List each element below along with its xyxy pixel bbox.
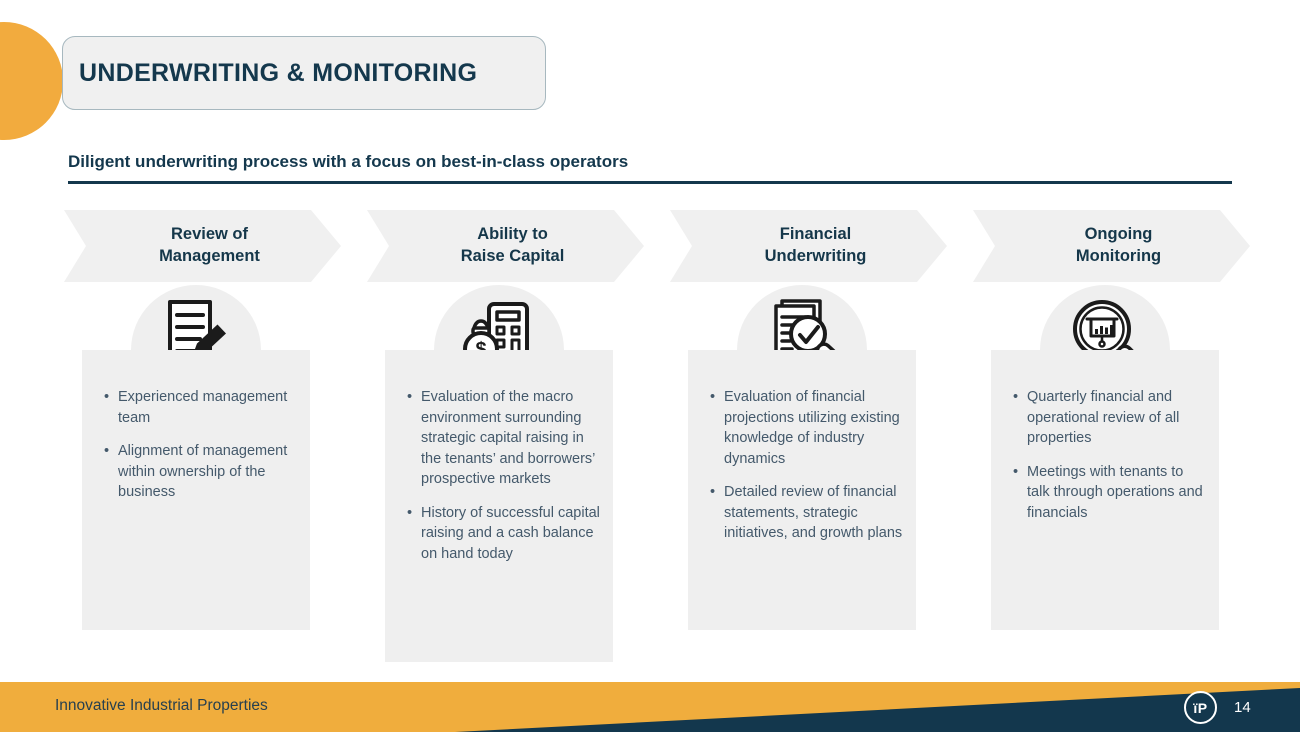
step-title-line2: Underwriting (764, 247, 867, 265)
bullet-item: Evaluation of financial projections util… (710, 387, 904, 469)
column-ability-to-raise-capital: Ability to Raise Capital $ Evaluation of… (367, 210, 644, 670)
bullet-list: Evaluation of financial projections util… (688, 350, 916, 544)
footer-company-name: Innovative Industrial Properties (55, 697, 268, 714)
logo-text: ïP (1193, 699, 1208, 716)
bullet-item: Experienced management team (104, 387, 298, 428)
bullet-list: Quarterly financial and operational revi… (991, 350, 1219, 523)
step-title-line2: Management (159, 247, 260, 265)
bullet-item: Evaluation of the macro environment surr… (407, 387, 601, 490)
step-chevron: Ability to Raise Capital (367, 210, 644, 282)
step-chevron: Ongoing Monitoring (973, 210, 1250, 282)
step-title-line2: Raise Capital (460, 247, 565, 265)
step-chevron: Review of Management (64, 210, 341, 282)
corner-accent-circle (0, 22, 63, 140)
bullet-list: Evaluation of the macro environment surr… (385, 350, 613, 565)
subtitle: Diligent underwriting process with a foc… (68, 152, 629, 171)
column-review-of-management: Review of Management Experienced managem… (64, 210, 341, 670)
content-panel: Quarterly financial and operational revi… (991, 350, 1219, 630)
page-number: 14 (1234, 699, 1251, 716)
page-title: UNDERWRITING & MONITORING (79, 58, 478, 87)
content-panel: Evaluation of financial projections util… (688, 350, 916, 630)
bullet-list: Experienced management team Alignment of… (82, 350, 310, 503)
bullet-item: Detailed review of financial statements,… (710, 482, 904, 544)
step-title-line1: Ability to (477, 225, 548, 244)
step-title-line1: Review of (170, 225, 249, 244)
step-title-line1: Ongoing (1084, 225, 1153, 244)
title-box: UNDERWRITING & MONITORING (62, 36, 546, 110)
bullet-item: Quarterly financial and operational revi… (1013, 387, 1207, 449)
bullet-item: Meetings with tenants to talk through op… (1013, 462, 1207, 524)
subtitle-underline (68, 181, 1232, 184)
company-logo-icon: ïP (1184, 691, 1217, 724)
step-title-line2: Monitoring (1075, 247, 1162, 265)
bullet-item: Alignment of management within ownership… (104, 441, 298, 503)
step-title-line1: Financial (779, 225, 852, 244)
bullet-item: History of successful capital raising an… (407, 503, 601, 565)
step-chevron: Financial Underwriting (670, 210, 947, 282)
content-panel: Evaluation of the macro environment surr… (385, 350, 613, 662)
content-panel: Experienced management team Alignment of… (82, 350, 310, 630)
column-ongoing-monitoring: Ongoing Monitoring Quarterly financial a… (973, 210, 1250, 670)
column-financial-underwriting: Financial Underwriting Evaluation of fin… (670, 210, 947, 670)
